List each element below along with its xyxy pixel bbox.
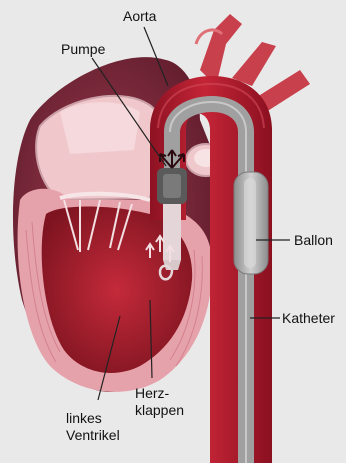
label-balloon: Ballon (294, 232, 333, 248)
label-heart-valves-line2: klappen (135, 402, 184, 418)
label-heart-valves-line1: Herz- (135, 385, 169, 401)
label-catheter: Katheter (282, 310, 335, 326)
label-pump: Pumpe (61, 41, 105, 57)
label-left-ventricle-line1: linkes (66, 410, 102, 426)
label-aorta: Aorta (123, 8, 156, 24)
label-left-ventricle-line2: Ventrikel (66, 427, 120, 443)
